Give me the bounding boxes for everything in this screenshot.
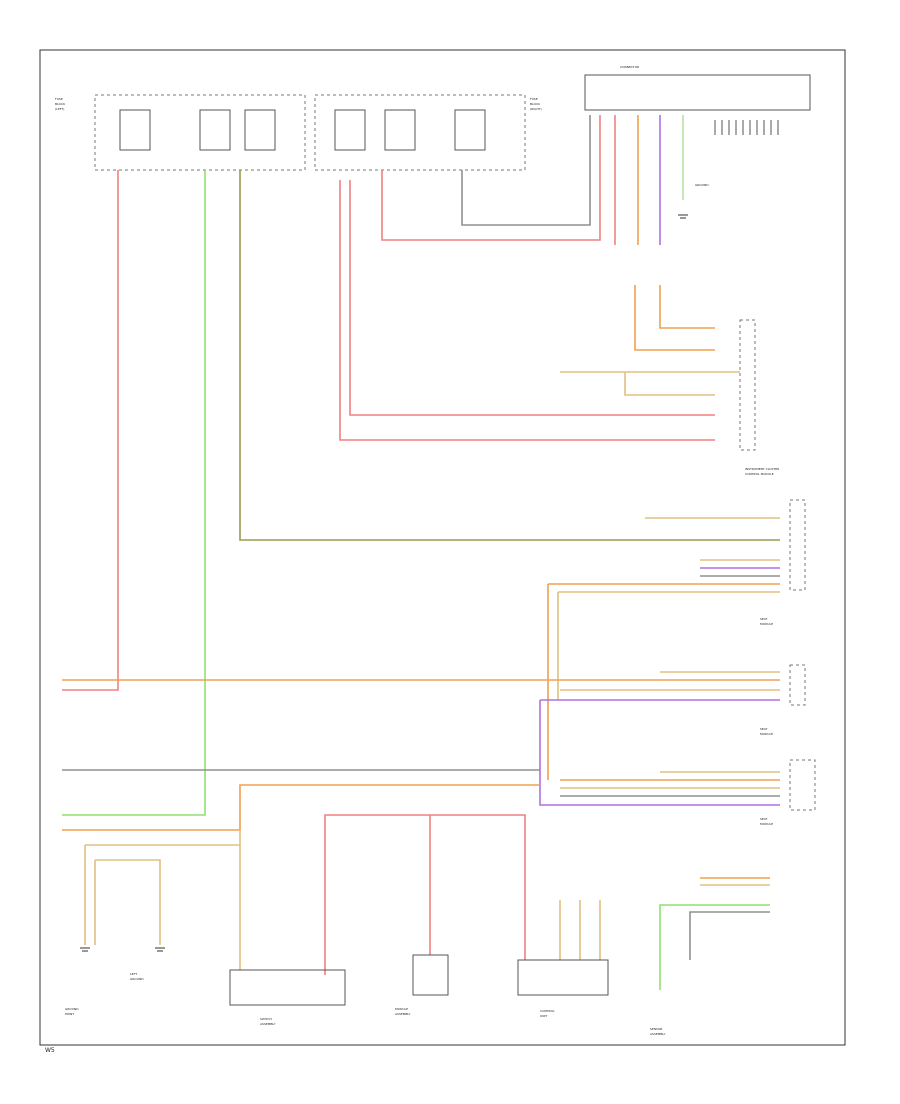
- wire-green: [62, 170, 206, 816]
- bottom-label-3a: SWITCH: [260, 1017, 272, 1021]
- ground-symbols: [80, 214, 688, 952]
- wire-red-left: [62, 170, 119, 691]
- bottom-label-4b: ASSEMBLY: [395, 1012, 411, 1016]
- wire-gray-top: [461, 115, 591, 226]
- fuse-block-left: FUSE BLOCK (LEFT): [55, 94, 306, 171]
- wire-gray-bottom: [689, 911, 770, 960]
- fuse-block-left-label-2: BLOCK: [55, 102, 66, 106]
- ground-label: GROUND: [695, 183, 709, 187]
- wire-green-bottom: [659, 904, 770, 990]
- wire-tan-bottom-4: [95, 859, 161, 945]
- bottom-label-5a: CONTROL: [540, 1009, 555, 1013]
- bottom-label-2b: GROUND: [130, 977, 144, 981]
- bottom-label-2a: LEFT: [130, 972, 137, 976]
- fuse-block-mid: FUSE BLOCK (RIGHT): [314, 94, 542, 171]
- fuse-block-mid-label-2: BLOCK: [530, 102, 541, 106]
- seat-module-1: SEAT MODULE: [760, 499, 806, 626]
- wire-tan-s2: [557, 591, 780, 700]
- seat-module-1-label-2: MODULE: [760, 622, 773, 626]
- connector-top-right: CONNECTOR GROUND: [584, 65, 811, 187]
- connector-top-right-label: CONNECTOR: [620, 65, 639, 69]
- wire-olive: [239, 170, 780, 541]
- seat-module-2-label-2: MODULE: [760, 732, 773, 736]
- bottom-label-1a: GROUND: [65, 1007, 79, 1011]
- wire-orange-bottom: [62, 784, 540, 831]
- instrument-cluster: INSTRUMENT CLUSTER CONTROL MODULE: [739, 319, 779, 476]
- seat-module-1-label-1: SEAT: [760, 617, 768, 621]
- wire-red-bottom: [324, 814, 526, 975]
- fuse-block-left-label-3: (LEFT): [55, 107, 64, 111]
- module-assembly-box: [412, 954, 449, 996]
- bottom-label-6a: SENSOR: [650, 1027, 662, 1031]
- seat-module-3-label-2: MODULE: [760, 822, 773, 826]
- wire-red-top: [381, 115, 601, 241]
- wire-orange-s1: [547, 583, 780, 780]
- bottom-label-3b: ASSEMBLY: [260, 1022, 276, 1026]
- bottom-label-6b: ASSEMBLY: [650, 1032, 666, 1036]
- footer-code: W5: [45, 1047, 55, 1054]
- fuse-block-left-label-1: FUSE: [55, 97, 63, 101]
- diagram-frame: [39, 49, 846, 1046]
- seat-module-3-label-1: SEAT: [760, 817, 768, 821]
- bottom-label-1b: POINT: [65, 1012, 74, 1016]
- wire-tan-ic-2: [624, 372, 715, 396]
- instrument-cluster-label-1: INSTRUMENT CLUSTER: [745, 467, 779, 471]
- wire-orange-ic-1: [634, 285, 715, 351]
- wire-violet-loop: [539, 699, 780, 806]
- fuse-block-mid-label-1: FUSE: [530, 97, 538, 101]
- control-unit-box: [517, 959, 609, 996]
- bottom-label-5b: UNIT: [540, 1014, 547, 1018]
- seat-module-3: SEAT MODULE: [760, 759, 816, 826]
- wire-red-mid-1: [339, 180, 715, 441]
- bottom-label-4a: MODULE: [395, 1007, 408, 1011]
- seat-module-2-label-1: SEAT: [760, 727, 768, 731]
- wire-orange-ic-2: [659, 285, 715, 329]
- switch-assembly-box: [229, 969, 346, 1006]
- instrument-cluster-label-2: CONTROL MODULE: [745, 472, 774, 476]
- seat-module-2: SEAT MODULE: [760, 664, 806, 736]
- fuse-block-mid-label-3: (RIGHT): [530, 107, 542, 111]
- wire-red-mid-2: [349, 180, 715, 416]
